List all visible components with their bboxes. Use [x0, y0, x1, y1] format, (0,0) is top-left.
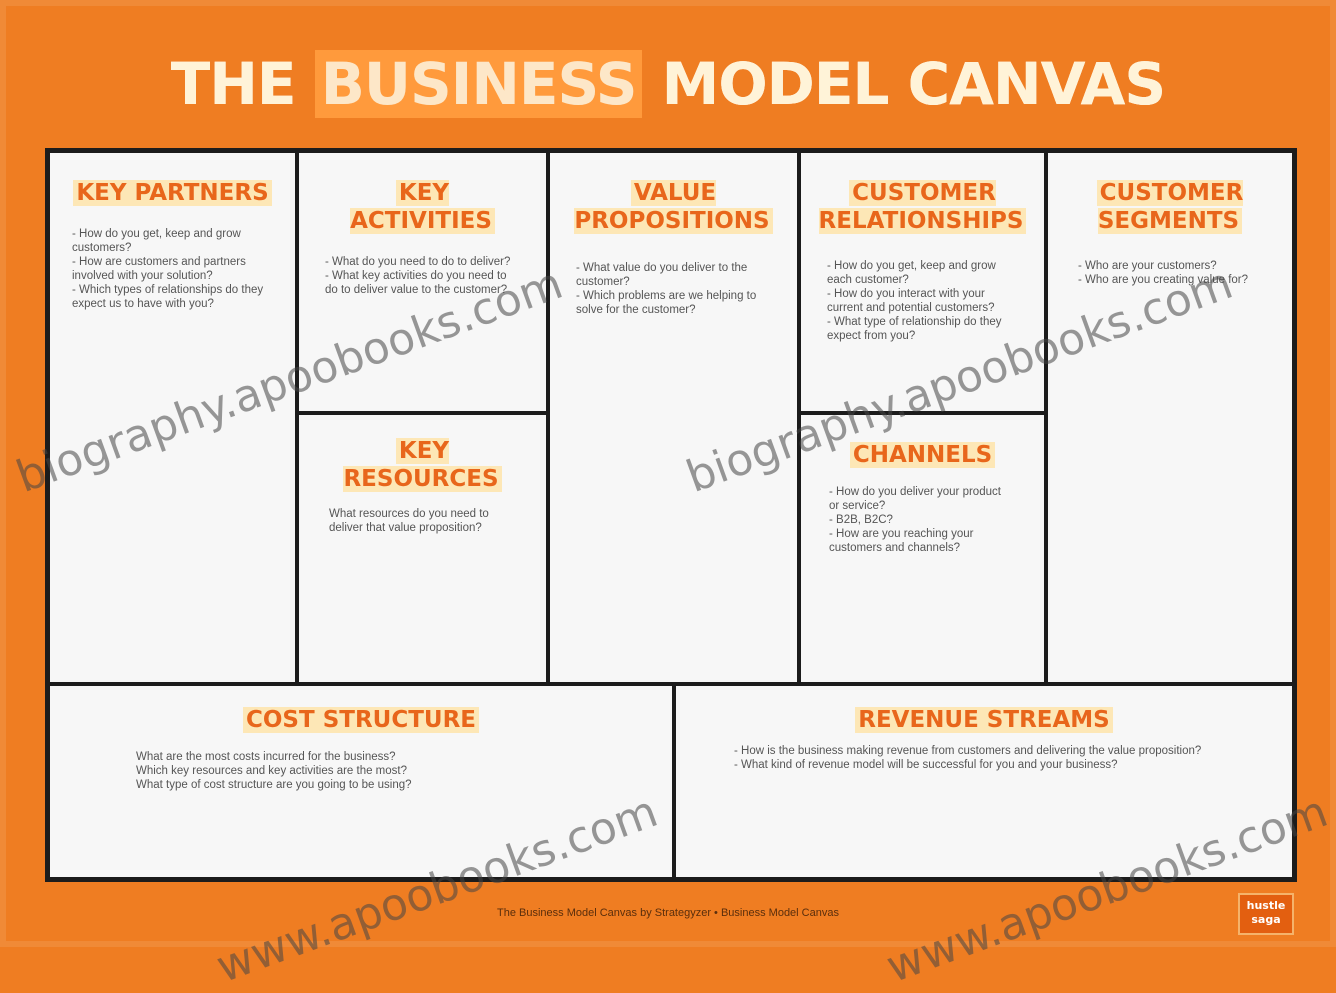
brand-logo: hustle saga — [1238, 893, 1294, 935]
customer-relationships-block: CUSTOMER RELATIONSHIPS - How do you get,… — [799, 151, 1046, 413]
value-propositions-block: VALUE PROPOSITIONS - What value do you d… — [548, 151, 799, 684]
channels-block: CHANNELS - How do you deliver your produ… — [799, 413, 1046, 684]
customer-segments-heading: CUSTOMER SEGMENTS — [1096, 180, 1244, 234]
key-partners-block: KEY PARTNERS - How do you get, keep and … — [48, 151, 297, 684]
key-resources-block: KEY RESOURCES What resources do you need… — [297, 413, 548, 684]
customer-segments-questions: - Who are your customers? - Who are you … — [1078, 260, 1249, 286]
poster-border — [0, 0, 1336, 947]
revenue-streams-block: REVENUE STREAMS - How is the business ma… — [674, 684, 1294, 879]
customer-relationships-heading: CUSTOMER RELATIONSHIPS — [801, 179, 1044, 235]
footnote: The Business Model Canvas by Strategyzer… — [497, 907, 839, 919]
page-title: THE BUSINESS MODEL CANVAS — [170, 50, 1166, 118]
value-propositions-questions: - What value do you deliver to the custo… — [576, 262, 757, 316]
cost-structure-questions: What are the most costs incurred for the… — [136, 751, 412, 791]
customer-segments-block: CUSTOMER SEGMENTS - Who are your custome… — [1046, 151, 1294, 684]
value-propositions-heading: VALUE PROPOSITIONS — [550, 179, 797, 235]
key-resources-heading: KEY RESOURCES — [299, 437, 546, 493]
cost-structure-heading: COST STRUCTURE — [50, 706, 672, 734]
channels-questions: - How do you deliver your product or ser… — [829, 486, 1001, 554]
key-resources-questions: What resources do you need to deliver th… — [329, 508, 489, 534]
key-activities-block: KEY ACTIVITIES - What do you need to do … — [297, 151, 548, 413]
channels-heading: CHANNELS — [801, 441, 1044, 469]
revenue-streams-heading: REVENUE STREAMS — [676, 706, 1292, 734]
key-partners-heading: KEY PARTNERS — [50, 179, 295, 207]
key-activities-questions: - What do you need to do to deliver? - W… — [325, 256, 511, 296]
key-partners-questions: - How do you get, keep and grow customer… — [72, 228, 264, 310]
customer-relationships-questions: - How do you get, keep and grow each cus… — [827, 260, 1002, 342]
cost-structure-block: COST STRUCTURE What are the most costs i… — [48, 684, 674, 879]
key-activities-heading: KEY ACTIVITIES — [299, 179, 546, 235]
revenue-streams-questions: - How is the business making revenue fro… — [734, 745, 1202, 771]
business-model-canvas: KEY PARTNERS - How do you get, keep and … — [45, 148, 1297, 882]
